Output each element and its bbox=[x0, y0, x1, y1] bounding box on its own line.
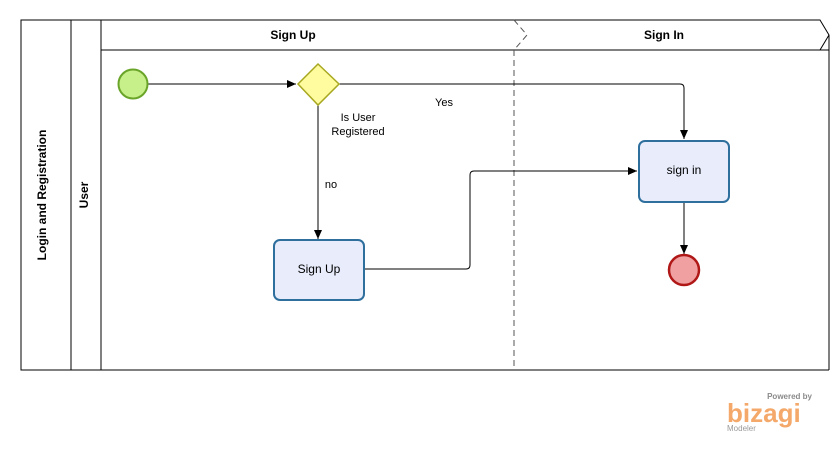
gateway-label-line2: Registered bbox=[331, 126, 384, 138]
task-sign-in[interactable]: sign in bbox=[638, 140, 730, 203]
task-sign-up[interactable]: Sign Up bbox=[273, 239, 365, 301]
watermark-logo: bizagi bbox=[727, 398, 801, 428]
gateway-label-line1: Is User bbox=[341, 112, 376, 124]
flow-signup-to-signin[interactable] bbox=[364, 167, 637, 270]
gateway-diamond[interactable] bbox=[296, 62, 341, 107]
phase-title-sign-in: Sign In bbox=[644, 28, 684, 42]
watermark-powered-by: Powered by bbox=[767, 392, 812, 401]
sequence-flows: Yes no bbox=[148, 80, 688, 270]
gateway-is-user-registered[interactable]: Is User Registered bbox=[296, 62, 385, 138]
phase-area: Sign Up Sign In bbox=[101, 19, 830, 371]
flow-label-yes: Yes bbox=[435, 97, 453, 109]
pool[interactable]: Login and Registration User bbox=[20, 19, 102, 371]
start-event[interactable] bbox=[117, 68, 149, 100]
lane-title: User bbox=[77, 181, 91, 208]
task-sign-in-label: sign in bbox=[667, 163, 702, 177]
phase-title-sign-up: Sign Up bbox=[270, 28, 315, 42]
pool-title: Login and Registration bbox=[35, 130, 49, 261]
watermark-product: Modeler bbox=[727, 424, 756, 433]
flow-label-no: no bbox=[325, 179, 337, 191]
end-event[interactable] bbox=[667, 253, 701, 287]
flow-gateway-yes[interactable] bbox=[339, 83, 688, 139]
task-sign-up-label: Sign Up bbox=[298, 262, 341, 276]
bizagi-watermark: Powered by bizagi Modeler bbox=[727, 392, 813, 433]
